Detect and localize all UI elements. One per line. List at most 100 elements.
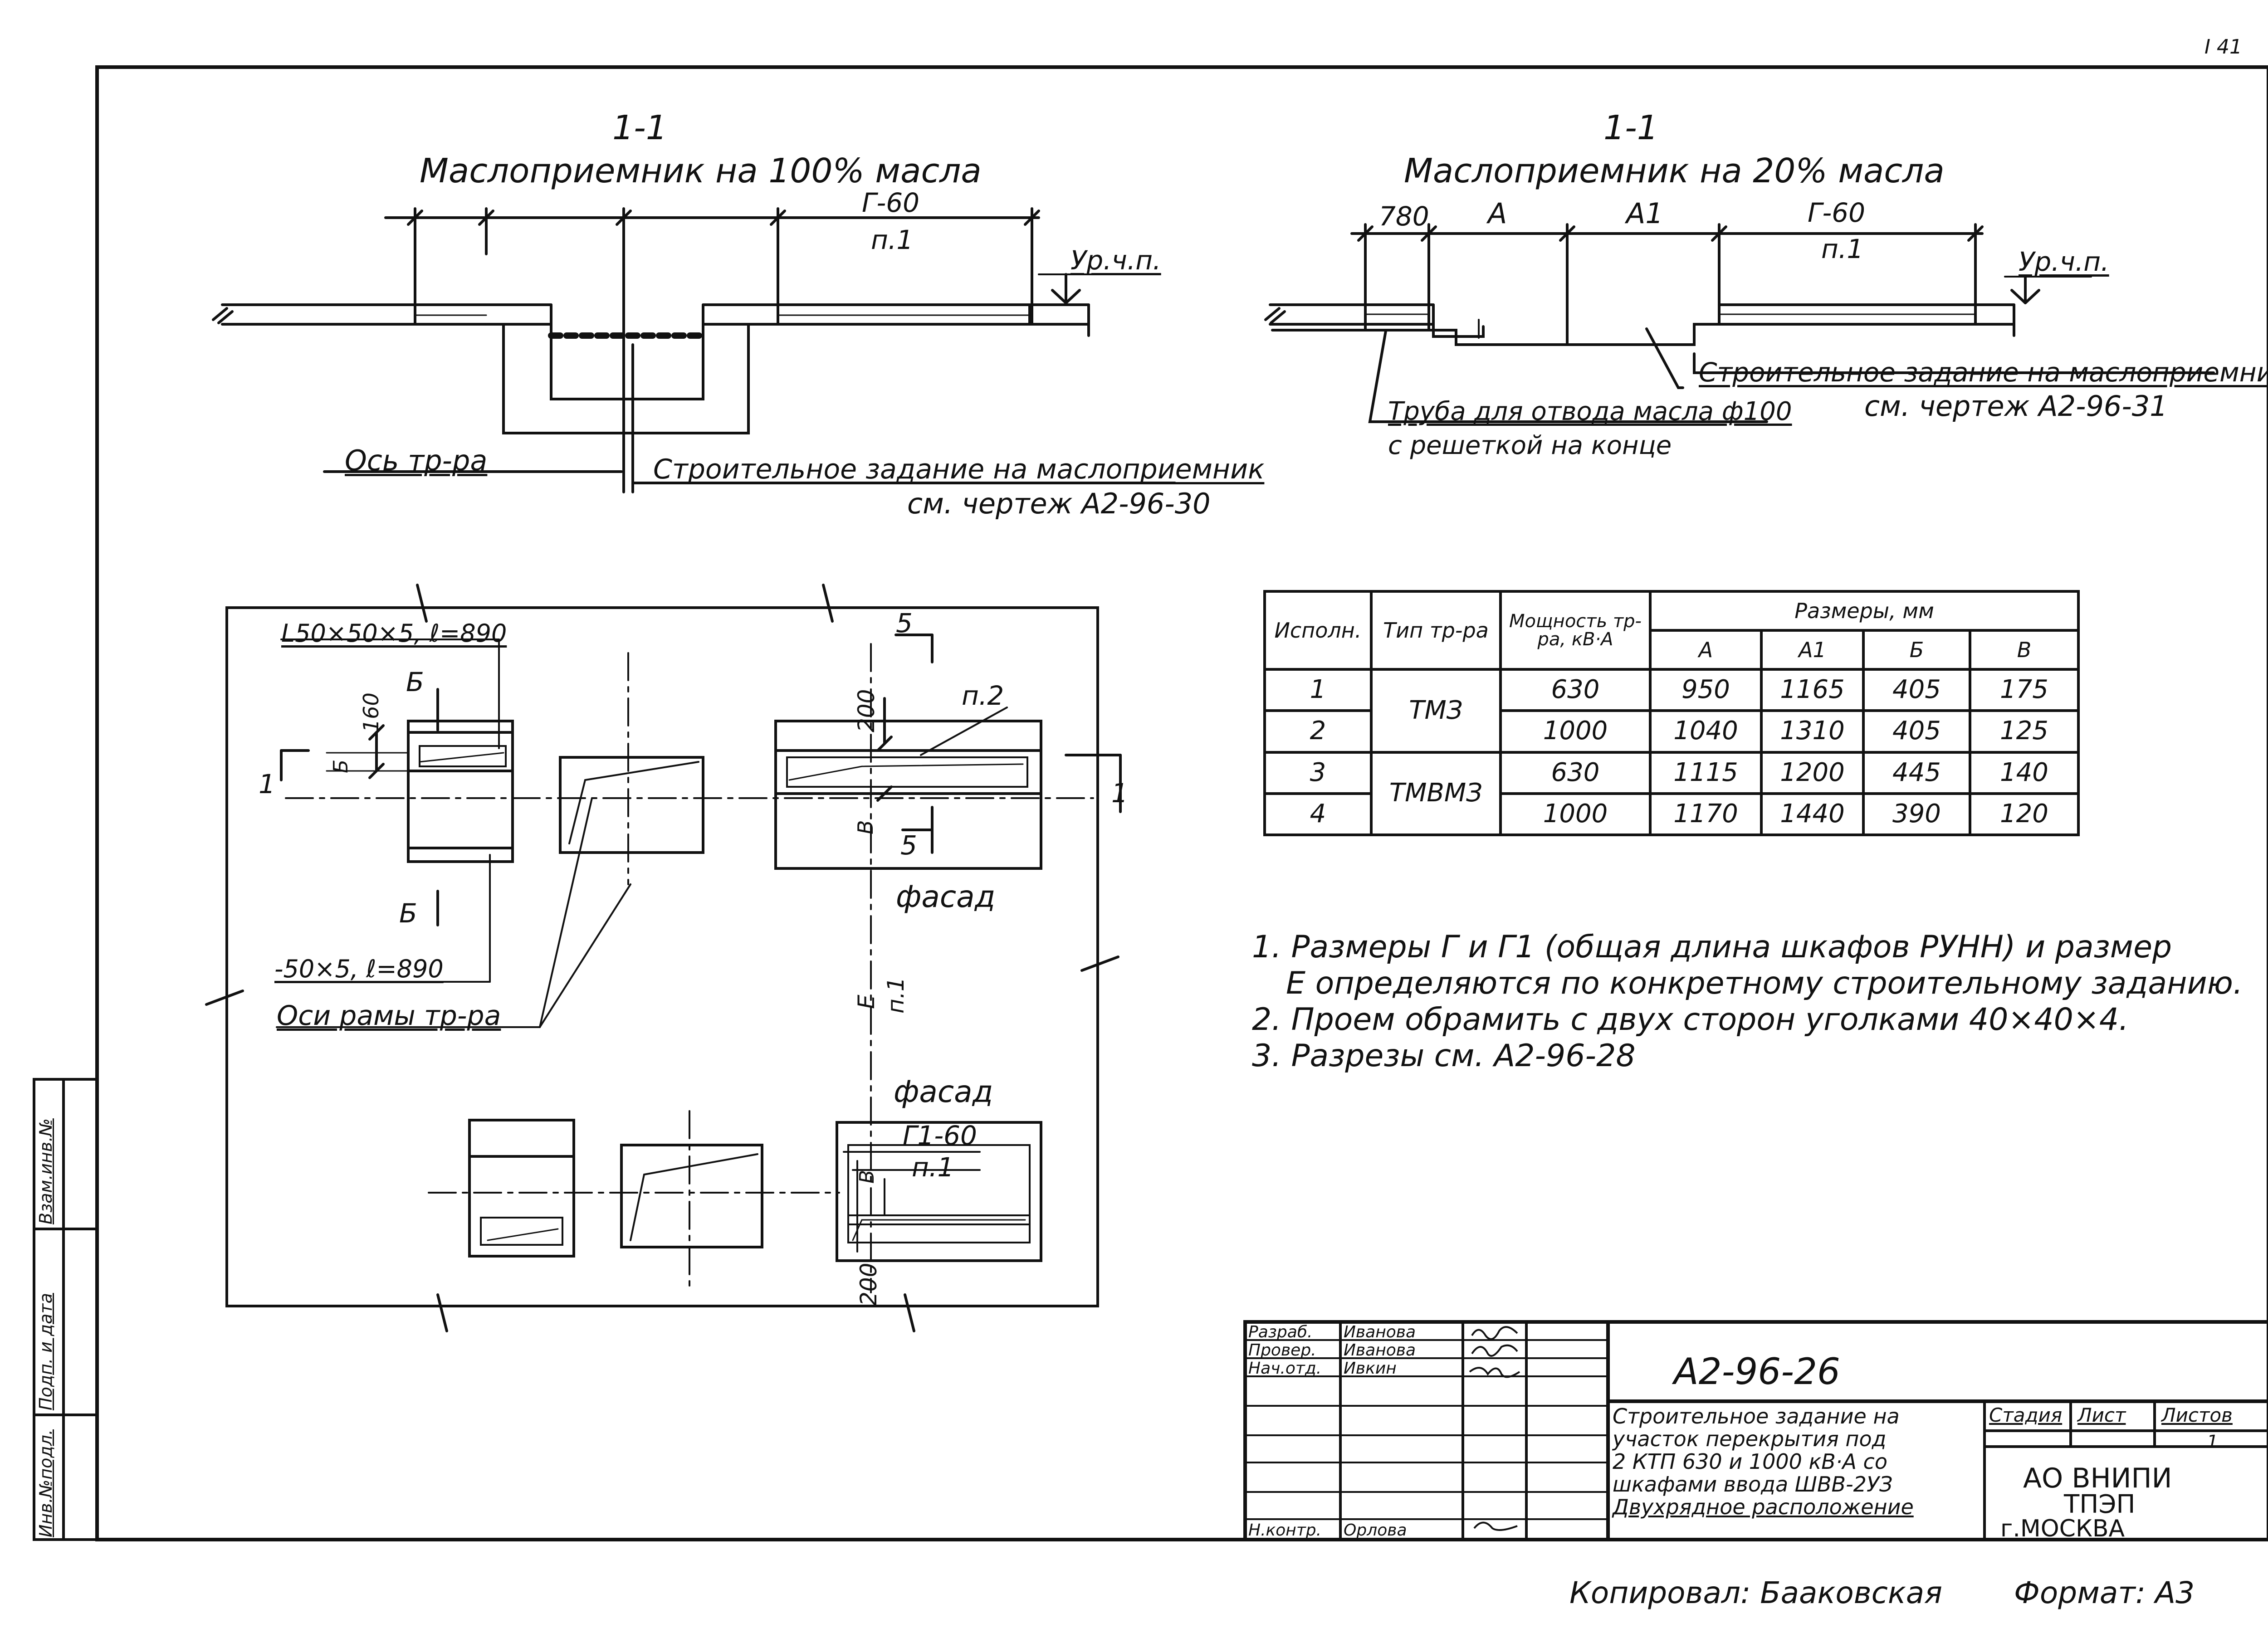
table-row: 4 1000 1170 1440 390 120 — [1263, 792, 2080, 837]
table-cell-b: 405 — [1862, 709, 1971, 754]
plan-angle-label: L50×50×5, ℓ=890 — [281, 619, 507, 648]
table-header-type: Тип тр-ра — [1370, 590, 1502, 671]
table-cell-power: 1000 — [1499, 709, 1652, 754]
table-cell-exec: 1 — [1263, 668, 1373, 712]
section-right-title: Маслоприемник на 20% масла — [1404, 151, 1945, 190]
section-right-pipe-callout-1: Труба для отвода масла ф100 — [1388, 397, 1792, 426]
table-header-b: Б — [1862, 629, 1971, 671]
table-row: 1 ТМЗ 630 950 1165 405 175 — [1263, 668, 2080, 754]
table-cell-a1: 1165 — [1760, 668, 1865, 712]
stamp-stage: Стадия — [1989, 1404, 2063, 1426]
section-right-dim-a1: А1 — [1626, 197, 1663, 230]
section-right-task-callout-1: Строительное задание на маслоприемник — [1699, 357, 2268, 388]
side-stamp-vzam-inv: Взам.инв.№ — [36, 1118, 56, 1224]
plan-dim-e: Е — [853, 994, 880, 1009]
note-line-1: 1. Размеры Г и Г1 (общая длина шкафов РУ… — [1252, 929, 2172, 965]
side-stamp-inv-podl: Инв.№подл. — [36, 1429, 56, 1537]
plan-dim-p1-vertical: п.1 — [883, 977, 909, 1014]
section-left-task-callout-2: см. чертеж А2-96-30 — [907, 487, 1211, 520]
section-left-dim-g: Г-60 — [862, 187, 920, 218]
stamp-razrab-name: Иванова — [1344, 1323, 1416, 1341]
plan-p2-label: п.2 — [962, 680, 1004, 711]
table-header-sizes: Размеры, мм — [1649, 590, 2080, 632]
section-right-dim-g: Г-60 — [1808, 197, 1866, 228]
stamp-prover-role: Провер. — [1248, 1341, 1316, 1360]
stamp-sheets-value: 1 — [2207, 1432, 2219, 1453]
stamp-nach-role: Нач.отд. — [1248, 1359, 1322, 1378]
plan-dim-200-bottom: 200 — [855, 1263, 882, 1306]
stamp-org-3: г.МОСКВА — [2000, 1515, 2125, 1542]
plan-dim-v-lower: В — [855, 1170, 879, 1184]
stamp-title-1: Строительное задание на — [1613, 1404, 1900, 1428]
table-cell-power: 630 — [1499, 668, 1652, 712]
signature-marks — [1469, 1326, 1520, 1531]
table-row: 3 ТМВМЗ 630 1115 1200 445 140 — [1263, 751, 2080, 836]
table-cell-a: 950 — [1649, 668, 1763, 712]
plan-cut-5-top: 5 — [896, 608, 913, 639]
note-line-3: 2. Проем обрамить с двух сторон уголками… — [1252, 1002, 2129, 1038]
table-cell-v: 125 — [1969, 709, 2080, 754]
plan-p1-lower: п.1 — [912, 1152, 954, 1183]
section-left-task-callout-1: Строительное задание на маслоприемник — [653, 453, 1265, 485]
section-left-title: Маслоприемник на 100% масла — [420, 151, 982, 190]
table-header-a: А — [1649, 629, 1763, 671]
section-right-dim-p: п.1 — [1821, 234, 1864, 264]
plan-cut-5-bottom: 5 — [900, 830, 917, 861]
title-block-frame — [1243, 1320, 2268, 1541]
table-cell-type: ТМЗ — [1370, 668, 1502, 754]
stamp-org-2: ТПЭП — [2064, 1490, 2136, 1519]
table-cell-v: 140 — [1969, 751, 2080, 795]
table-cell-a: 1170 — [1649, 792, 1763, 837]
stamp-org-1: АО ВНИПИ — [2023, 1462, 2172, 1494]
table-cell-a1: 1440 — [1760, 792, 1865, 837]
section-left-axis-callout: Ось тр-ра — [345, 444, 488, 477]
table-header-a1: А1 — [1760, 629, 1865, 671]
stamp-title-3: 2 КТП 630 и 1000 кВ·А со — [1613, 1449, 1887, 1474]
side-stamp-podp-data: Подп. и дата — [36, 1293, 56, 1410]
table-cell-power: 1000 — [1499, 792, 1652, 837]
table-header-v: В — [1969, 629, 2080, 671]
table-cell-exec: 3 — [1263, 751, 1373, 795]
table-cell-a: 1040 — [1649, 709, 1763, 754]
plan-dim-200-top: 200 — [853, 689, 880, 732]
plan-facade-1: фасад — [896, 879, 996, 914]
section-right-dim-780: 780 — [1379, 201, 1429, 232]
stamp-title-4: шкафами ввода ШВВ-2УЗ — [1613, 1472, 1893, 1497]
table-cell-a1: 1310 — [1760, 709, 1865, 754]
plan-dim-v-top: В — [853, 820, 878, 834]
stamp-nach-name: Ивкин — [1344, 1359, 1397, 1378]
table-cell-v: 120 — [1969, 792, 2080, 837]
footer-format: Формат: А3 — [2014, 1575, 2195, 1610]
plan-cut-b-bottom: Б — [399, 898, 417, 929]
table-header-exec: Исполн. — [1263, 590, 1373, 671]
table-cell-power: 630 — [1499, 751, 1652, 795]
table-row: 2 1000 1040 1310 405 125 — [1263, 709, 2080, 754]
stamp-code: А2-96-26 — [1674, 1350, 1840, 1393]
table-cell-a: 1115 — [1649, 751, 1763, 795]
table-cell-b: 405 — [1862, 668, 1971, 712]
stamp-prover-name: Иванова — [1344, 1341, 1416, 1360]
sheet-frame — [95, 65, 2268, 1541]
table-cell-type: ТМВМЗ — [1370, 751, 1502, 836]
stamp-title-2: участок перекрытия под — [1613, 1427, 1887, 1451]
stamp-sheet: Лист — [2077, 1404, 2126, 1426]
table-cell-b: 445 — [1862, 751, 1971, 795]
section-left-drawing — [212, 207, 1176, 493]
plan-axes-label: Оси рамы тр-ра — [277, 1000, 501, 1032]
note-line-2: Е определяются по конкретному строительн… — [1286, 965, 2243, 1001]
plan-mark-1-right: 1 — [1111, 778, 1128, 809]
section-right-level: Ур.ч.п. — [2019, 246, 2109, 277]
plan-dim-b-small: Б — [329, 759, 352, 773]
table-cell-v: 175 — [1969, 668, 2080, 712]
footer-copied: Копировал: Бааковская — [1569, 1575, 1942, 1610]
spec-table: Исполн. Тип тр-ра Мощность тр-ра, кВ·А Р… — [1263, 590, 2080, 837]
stamp-nkontr-name: Орлова — [1344, 1521, 1407, 1540]
section-left-dim-p: п.1 — [871, 224, 914, 255]
sheet-corner-number: I 41 — [2204, 35, 2242, 58]
table-cell-b: 390 — [1862, 792, 1971, 837]
section-left-mark: 1-1 — [612, 108, 667, 147]
stamp-razrab-role: Разраб. — [1248, 1323, 1313, 1341]
plan-g1-60: Г1-60 — [903, 1120, 977, 1151]
plan-cut-b-top: Б — [406, 667, 424, 697]
